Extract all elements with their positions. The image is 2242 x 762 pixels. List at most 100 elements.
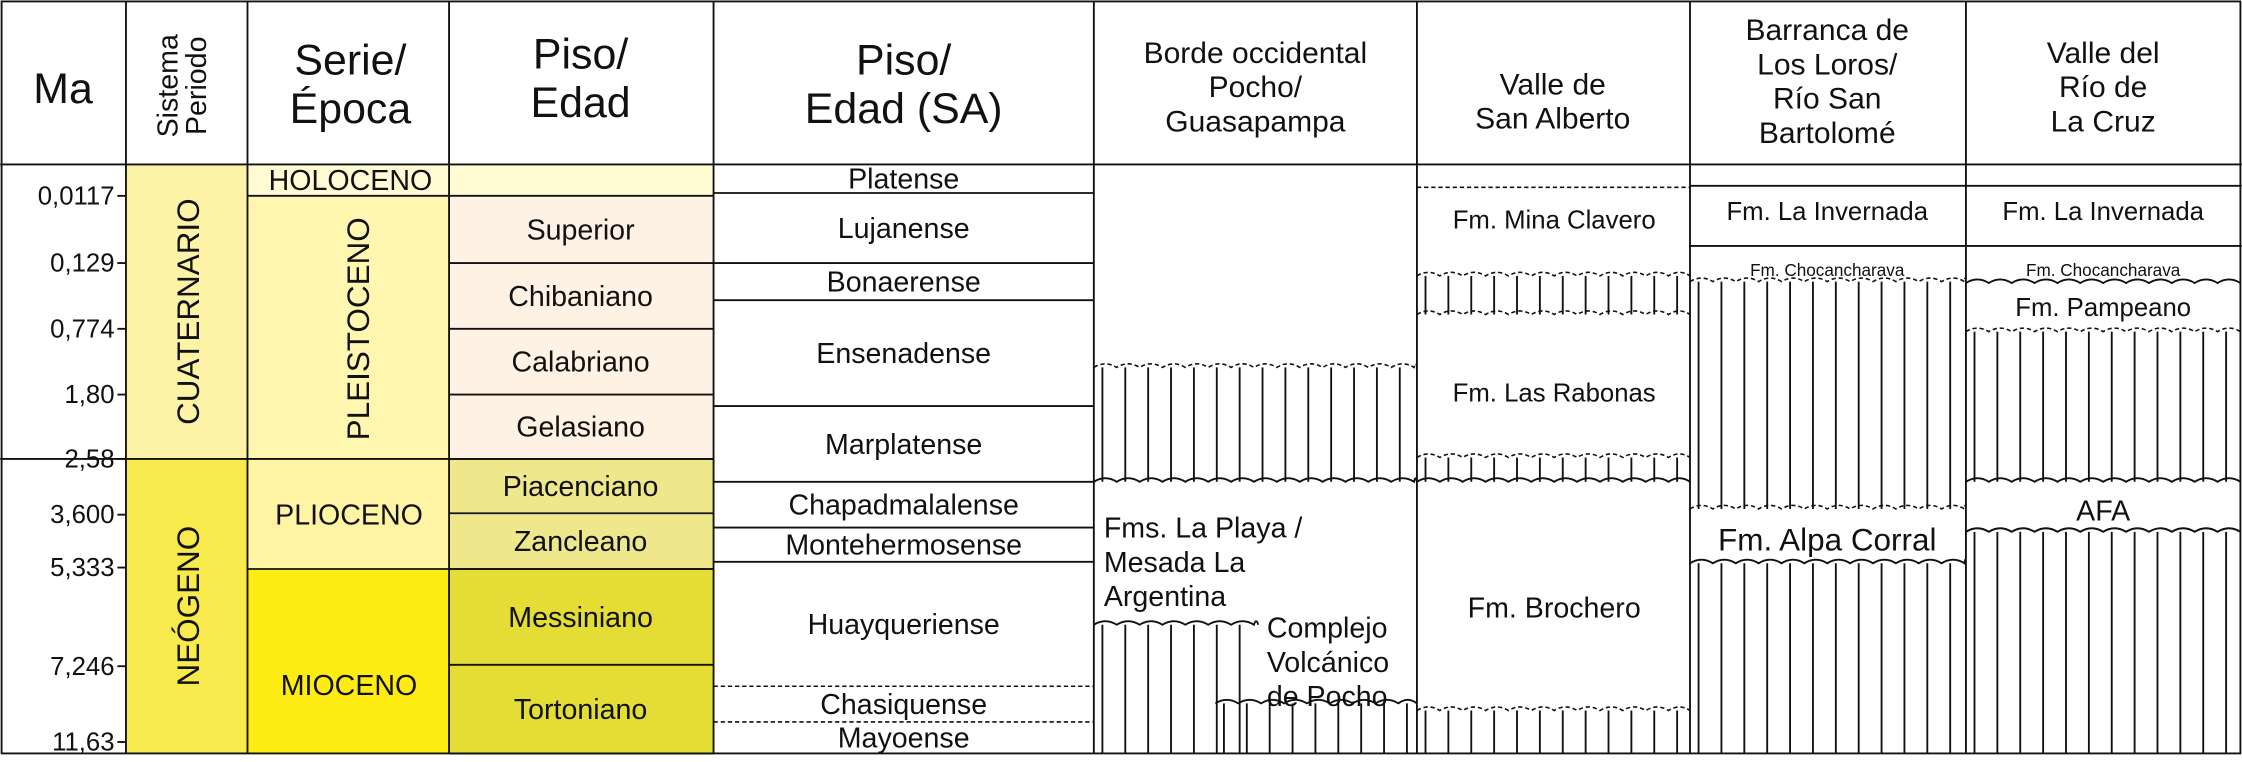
- holoceno-fill: [247, 164, 714, 196]
- ma-tick-label: 2,58: [64, 445, 114, 473]
- piso-label: Chibaniano: [508, 281, 653, 313]
- piso-sa-label: Mayoense: [838, 723, 970, 755]
- piso-sa-label: Marplatense: [825, 429, 982, 461]
- dashed-unconformity: [1416, 453, 1691, 459]
- piso-label: Superior: [527, 214, 636, 246]
- unit-labels: 0,0117 0,129 0,774 1,80 2,58 3,600 5,333 7,246 1…: [38, 164, 2205, 757]
- ma-tick-label: 1,80: [64, 381, 114, 409]
- piso-sa-label: Chasiquense: [820, 689, 987, 721]
- dashed-unconformity: [1416, 706, 1691, 712]
- unconformity-line: [1965, 278, 2241, 285]
- unconformity-line: [1689, 558, 1967, 565]
- dashed-unconformity: [1416, 271, 1691, 277]
- ma-tick-label: 11,63: [52, 729, 114, 757]
- barranca-label: Fm. Alpa Corral: [1718, 522, 1936, 557]
- serie-pleistoceno: PLEISTOCENO: [341, 217, 376, 440]
- header-piso-sa-2: Edad (SA): [805, 85, 1003, 133]
- borde-playa-label: Fms. La Playa /: [1104, 513, 1303, 545]
- barranca-label: Fm. Chocancharava: [1750, 260, 1905, 280]
- piso-label: Piacenciano: [503, 471, 659, 503]
- borde-complejo-label: Complejo: [1267, 613, 1388, 645]
- piso-sa-label: Ensenadense: [816, 338, 991, 370]
- valle-sa-label: Fm. Brochero: [1468, 593, 1641, 625]
- piso-label: Tortoniano: [514, 694, 647, 726]
- serie-holoceno: HOLOCENO: [269, 165, 433, 197]
- header-valle-sa: San Alberto: [1475, 103, 1630, 136]
- header-valle-rio: La Cruz: [2051, 106, 2156, 139]
- serie-plioceno: PLIOCENO: [275, 500, 423, 532]
- header-valle-sa: Valle de: [1500, 68, 1606, 101]
- header-sistema: Sistema Periodo: [152, 34, 213, 137]
- unconformity-line: [1965, 527, 2241, 533]
- ma-tick-label: 7,246: [50, 653, 114, 681]
- header-serie-1: Serie/: [294, 36, 406, 84]
- dashed-unconformity: [1689, 277, 1967, 283]
- pleistocene-stages-fill: [449, 195, 714, 459]
- unconformity-line: [1416, 477, 1691, 483]
- valle-rio-label: Fm. Chocancharava: [2026, 260, 2181, 280]
- header-valle-rio: Valle del: [2047, 37, 2160, 70]
- borde-complejo-label: Volcánico: [1267, 647, 1389, 679]
- piso-sa-label: Montehermosense: [785, 530, 1022, 562]
- unconformity-line: [1093, 477, 1418, 484]
- header-ma: Ma: [33, 65, 93, 113]
- dashed-unconformity: [1416, 310, 1691, 316]
- dashed-unconformity: [1965, 327, 2241, 333]
- borde-playa-label: Argentina: [1104, 581, 1226, 613]
- header-borde: Pocho/: [1209, 71, 1303, 104]
- header-sistema-line2: Periodo: [181, 37, 213, 136]
- piso-sa-label: Chapadmalalense: [789, 490, 1019, 522]
- lithology-patterns: [1093, 271, 2241, 754]
- ma-tick-label: 0,0117: [38, 182, 115, 210]
- piso-label: Calabriano: [511, 347, 649, 379]
- ma-tick-label: 5,333: [50, 554, 114, 582]
- unconformity-line: [1214, 698, 1418, 705]
- mioceno-fill: [247, 568, 450, 754]
- header-piso-2: Edad: [531, 79, 631, 127]
- header-piso-sa-1: Piso/: [856, 36, 951, 84]
- sistema-label: NEÓGENO: [171, 526, 206, 687]
- header-barranca: Barranca de: [1745, 14, 1909, 47]
- header-barranca: Bartolomé: [1759, 117, 1896, 150]
- miocene-stages-fill: [449, 568, 714, 754]
- dashed-unconformity: [1689, 504, 1967, 511]
- valle-rio-label: Fm. La Invernada: [2002, 198, 2204, 226]
- header-sistema-line1: Sistema: [152, 34, 184, 137]
- piso-sa-label: Huayqueriense: [808, 609, 1000, 641]
- barranca-label: Fm. La Invernada: [1726, 198, 1928, 226]
- valle-rio-label: AFA: [2076, 495, 2130, 527]
- piso-label: Messiniano: [508, 602, 653, 634]
- piso-sa-label: Bonaerense: [827, 267, 981, 299]
- ma-tick-label: 0,129: [50, 250, 114, 278]
- borde-playa-label: Mesada La: [1104, 547, 1246, 579]
- header-valle-rio: Río de: [2059, 71, 2147, 104]
- piso-label: Zancleano: [514, 526, 647, 558]
- ma-tick-label: 0,774: [50, 315, 114, 343]
- piso-label: Gelasiano: [516, 412, 645, 444]
- header-borde: Borde occidental: [1144, 37, 1368, 70]
- ma-tick-label: 3,600: [50, 501, 114, 529]
- serie-mioceno: MIOCENO: [281, 670, 418, 702]
- valle-rio-label: Fm. Pampeano: [2015, 294, 2191, 322]
- unconformity-line: [1965, 477, 2241, 483]
- valle-sa-label: Fm. Las Rabonas: [1453, 380, 1656, 408]
- dashed-unconformity: [1093, 363, 1418, 369]
- unconformity-line: [1093, 620, 1260, 627]
- sistema-label: CUATERNARIO: [171, 198, 206, 424]
- plioceno-fill: [247, 458, 450, 569]
- cuaternario-fill: [125, 164, 248, 459]
- valle-sa-label: Fm. Mina Clavero: [1453, 207, 1656, 235]
- unit-fills: [125, 164, 714, 754]
- header-piso-1: Piso/: [533, 31, 628, 79]
- neogeno-fill: [125, 458, 248, 754]
- borde-complejo-label: de Pocho: [1267, 681, 1388, 713]
- header-serie-2: Época: [290, 85, 412, 133]
- piso-sa-label: Lujanense: [838, 213, 970, 245]
- header-borde: Guasapampa: [1165, 106, 1346, 139]
- piso-sa-label: Platense: [848, 164, 959, 196]
- pleistoceno-fill: [247, 195, 450, 459]
